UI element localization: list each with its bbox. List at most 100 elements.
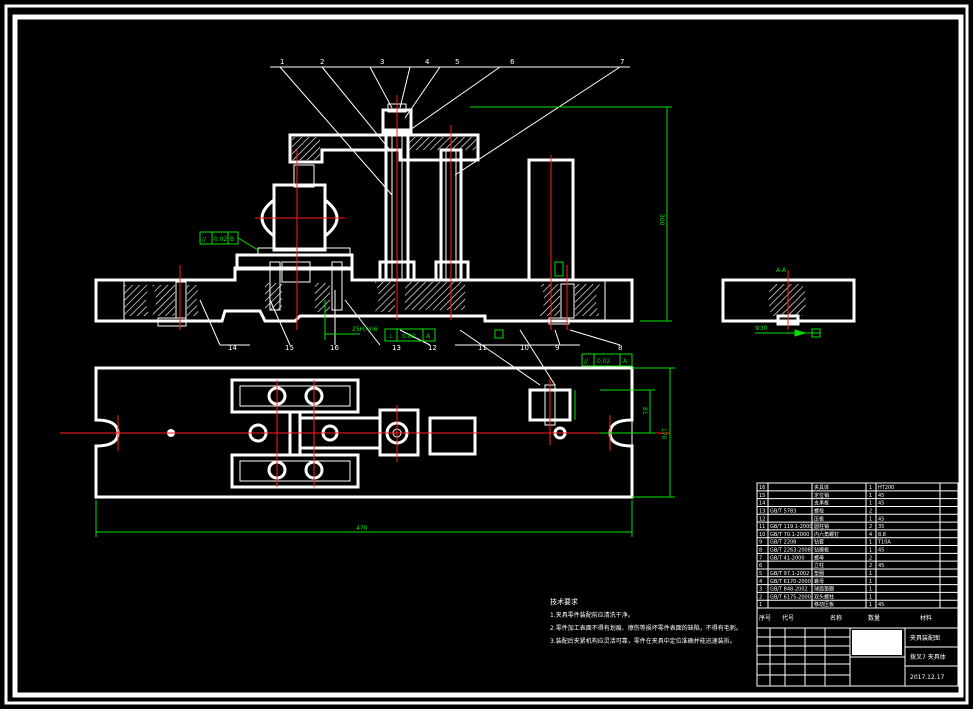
bom-row-code: GB/T 5783 [770, 508, 796, 514]
label-14: 14 [228, 344, 237, 352]
bom-row-qty: 2 [869, 563, 872, 569]
label-6: 6 [510, 58, 515, 66]
outer-border [4, 4, 969, 705]
bom-row-qty: 1 [869, 493, 872, 499]
bom-row-no: 14 [759, 501, 765, 507]
bom-row-no: 13 [759, 508, 765, 514]
label-15: 15 [285, 344, 294, 352]
tol-2-symbol: ⊥ [388, 333, 393, 340]
bom-row-qty: 1 [869, 540, 872, 546]
bom-row-code: GB/T 848-2002 [770, 587, 808, 593]
tol-3-symbol: // [584, 358, 589, 365]
label-9: 9 [555, 344, 559, 352]
bom-row-no: 2 [759, 594, 762, 600]
label-8: 8 [618, 344, 622, 352]
bom-row-mat: 45 [878, 602, 884, 608]
bom-row-name: 钻模板 [814, 547, 829, 554]
bom-row-mat: 45 [878, 563, 884, 569]
tol-1-datum: B [230, 236, 234, 243]
label-16: 16 [330, 344, 339, 352]
label-13: 13 [392, 344, 401, 352]
bom-row-name: 压板 [814, 515, 824, 522]
bom-row-mat: T10A [877, 540, 891, 546]
front-view [94, 66, 672, 386]
drawing-date: 2017.12.17 [910, 674, 945, 681]
bom-row-no: 15 [759, 493, 765, 499]
bom-row-name: 夹具体 [814, 484, 829, 491]
bom-row-name: 移动压板 [814, 601, 834, 608]
technical-notes: 技术要求 1.夹具零件装配前应清洗干净。 2.零件加工表面不得有划痕、擦伤等损坏… [550, 597, 742, 645]
label-4: 4 [425, 58, 430, 66]
bom-row-qty: 2 [869, 555, 872, 561]
bom-row-qty: 1 [869, 602, 872, 608]
bom-row-name: 内六角螺钉 [814, 531, 839, 538]
label-5: 5 [455, 58, 459, 66]
inner-border [12, 14, 964, 698]
bom-row-no: 10 [759, 532, 765, 538]
label-1: 1 [280, 58, 284, 66]
bom-row-code: GB/T 6175-2000 [770, 594, 811, 600]
dim-plan-outer: 170 [660, 428, 667, 440]
bom-row-qty: 1 [869, 501, 872, 507]
bom-row-no: 1 [759, 602, 762, 608]
notes-line-2: 2.零件加工表面不得有划痕、擦伤等损坏零件表面的缺陷，不得有毛刺。 [550, 624, 742, 632]
bom-row-qty: 1 [869, 594, 872, 600]
bom-row-mat: 45 [878, 501, 884, 507]
dim-small: Φ30 [755, 325, 768, 332]
drawing-name: 夹具装配图 [910, 634, 940, 642]
label-10: 10 [520, 344, 529, 352]
bom-row-name: 球面垫圈 [814, 586, 834, 593]
dim-overall-length: 470 [356, 525, 368, 532]
bom-row-no: 9 [759, 540, 762, 546]
bom-row-no: 8 [759, 548, 762, 554]
bom-row-name: 螺栓 [814, 507, 824, 514]
bom-row-no: 7 [759, 555, 762, 561]
bom-row-name: 圆柱销 [814, 523, 829, 530]
bom-row-mat: 45 [878, 548, 884, 554]
bom-row-name: 立柱 [814, 562, 824, 569]
tol-1-value: 0.02 [214, 236, 228, 243]
bom-row-name: 双头螺柱 [814, 593, 834, 600]
bom-header-no: 序号 [759, 614, 771, 622]
part-labels: 1 2 3 4 5 6 7 8 9 10 11 12 13 14 15 16 [228, 58, 624, 352]
bom-row-name: 螺母 [814, 578, 824, 585]
label-2: 2 [320, 58, 324, 66]
bom-header-code: 代号 [782, 614, 794, 622]
notes-line-3: 3.装配后夹紧机构应灵活可靠，零件在夹具中定位准确并能迅速装拆。 [550, 637, 736, 645]
tol-1-symbol: // [202, 236, 207, 243]
bom-row-no: 11 [759, 524, 765, 530]
section-label: A-A [776, 267, 787, 274]
tol-3-datum: A [623, 358, 628, 365]
plan-view: 470 170 81 [60, 366, 675, 537]
bom-row-qty: 4 [869, 532, 872, 538]
bom-row-name: 螺母 [814, 554, 824, 561]
bom-row-no: 16 [759, 485, 765, 491]
bom-header-mat: 材料 [920, 614, 932, 622]
label-3: 3 [380, 58, 384, 66]
label-11: 11 [478, 344, 487, 352]
bom-row-code: GB/T 2208 [770, 540, 796, 546]
dim-plan-inner: 81 [641, 407, 648, 415]
bom-row-no: 4 [759, 579, 762, 585]
label-12: 12 [428, 344, 437, 352]
bom-row-code: GB/T 2263-2008 [770, 548, 811, 554]
bom-row-qty: 1 [869, 548, 872, 554]
bom-row-qty: 1 [869, 485, 872, 491]
bom-row-qty: 1 [869, 571, 872, 577]
tol-3-value: 0.02 [597, 358, 611, 365]
bom-row-code: GB/T 6170-2000 [770, 579, 811, 585]
notes-line-1: 1.夹具零件装配前应清洗干净。 [550, 611, 634, 619]
bom-header-name: 名称 [830, 614, 842, 622]
bom-row-mat: 35 [878, 524, 884, 530]
bom-row-qty: 1 [869, 587, 872, 593]
bom-row-qty: 1 [869, 516, 872, 522]
bom-row-name: 钻套 [814, 539, 824, 546]
dim-mid: 25H7/n6 [352, 326, 378, 333]
bom-row-qty: 2 [869, 508, 872, 514]
bom-header-qty: 数量 [868, 614, 880, 622]
bom-row-mat: 45 [878, 493, 884, 499]
bom-row-no: 6 [759, 563, 762, 569]
bom-row-qty: 1 [869, 579, 872, 585]
